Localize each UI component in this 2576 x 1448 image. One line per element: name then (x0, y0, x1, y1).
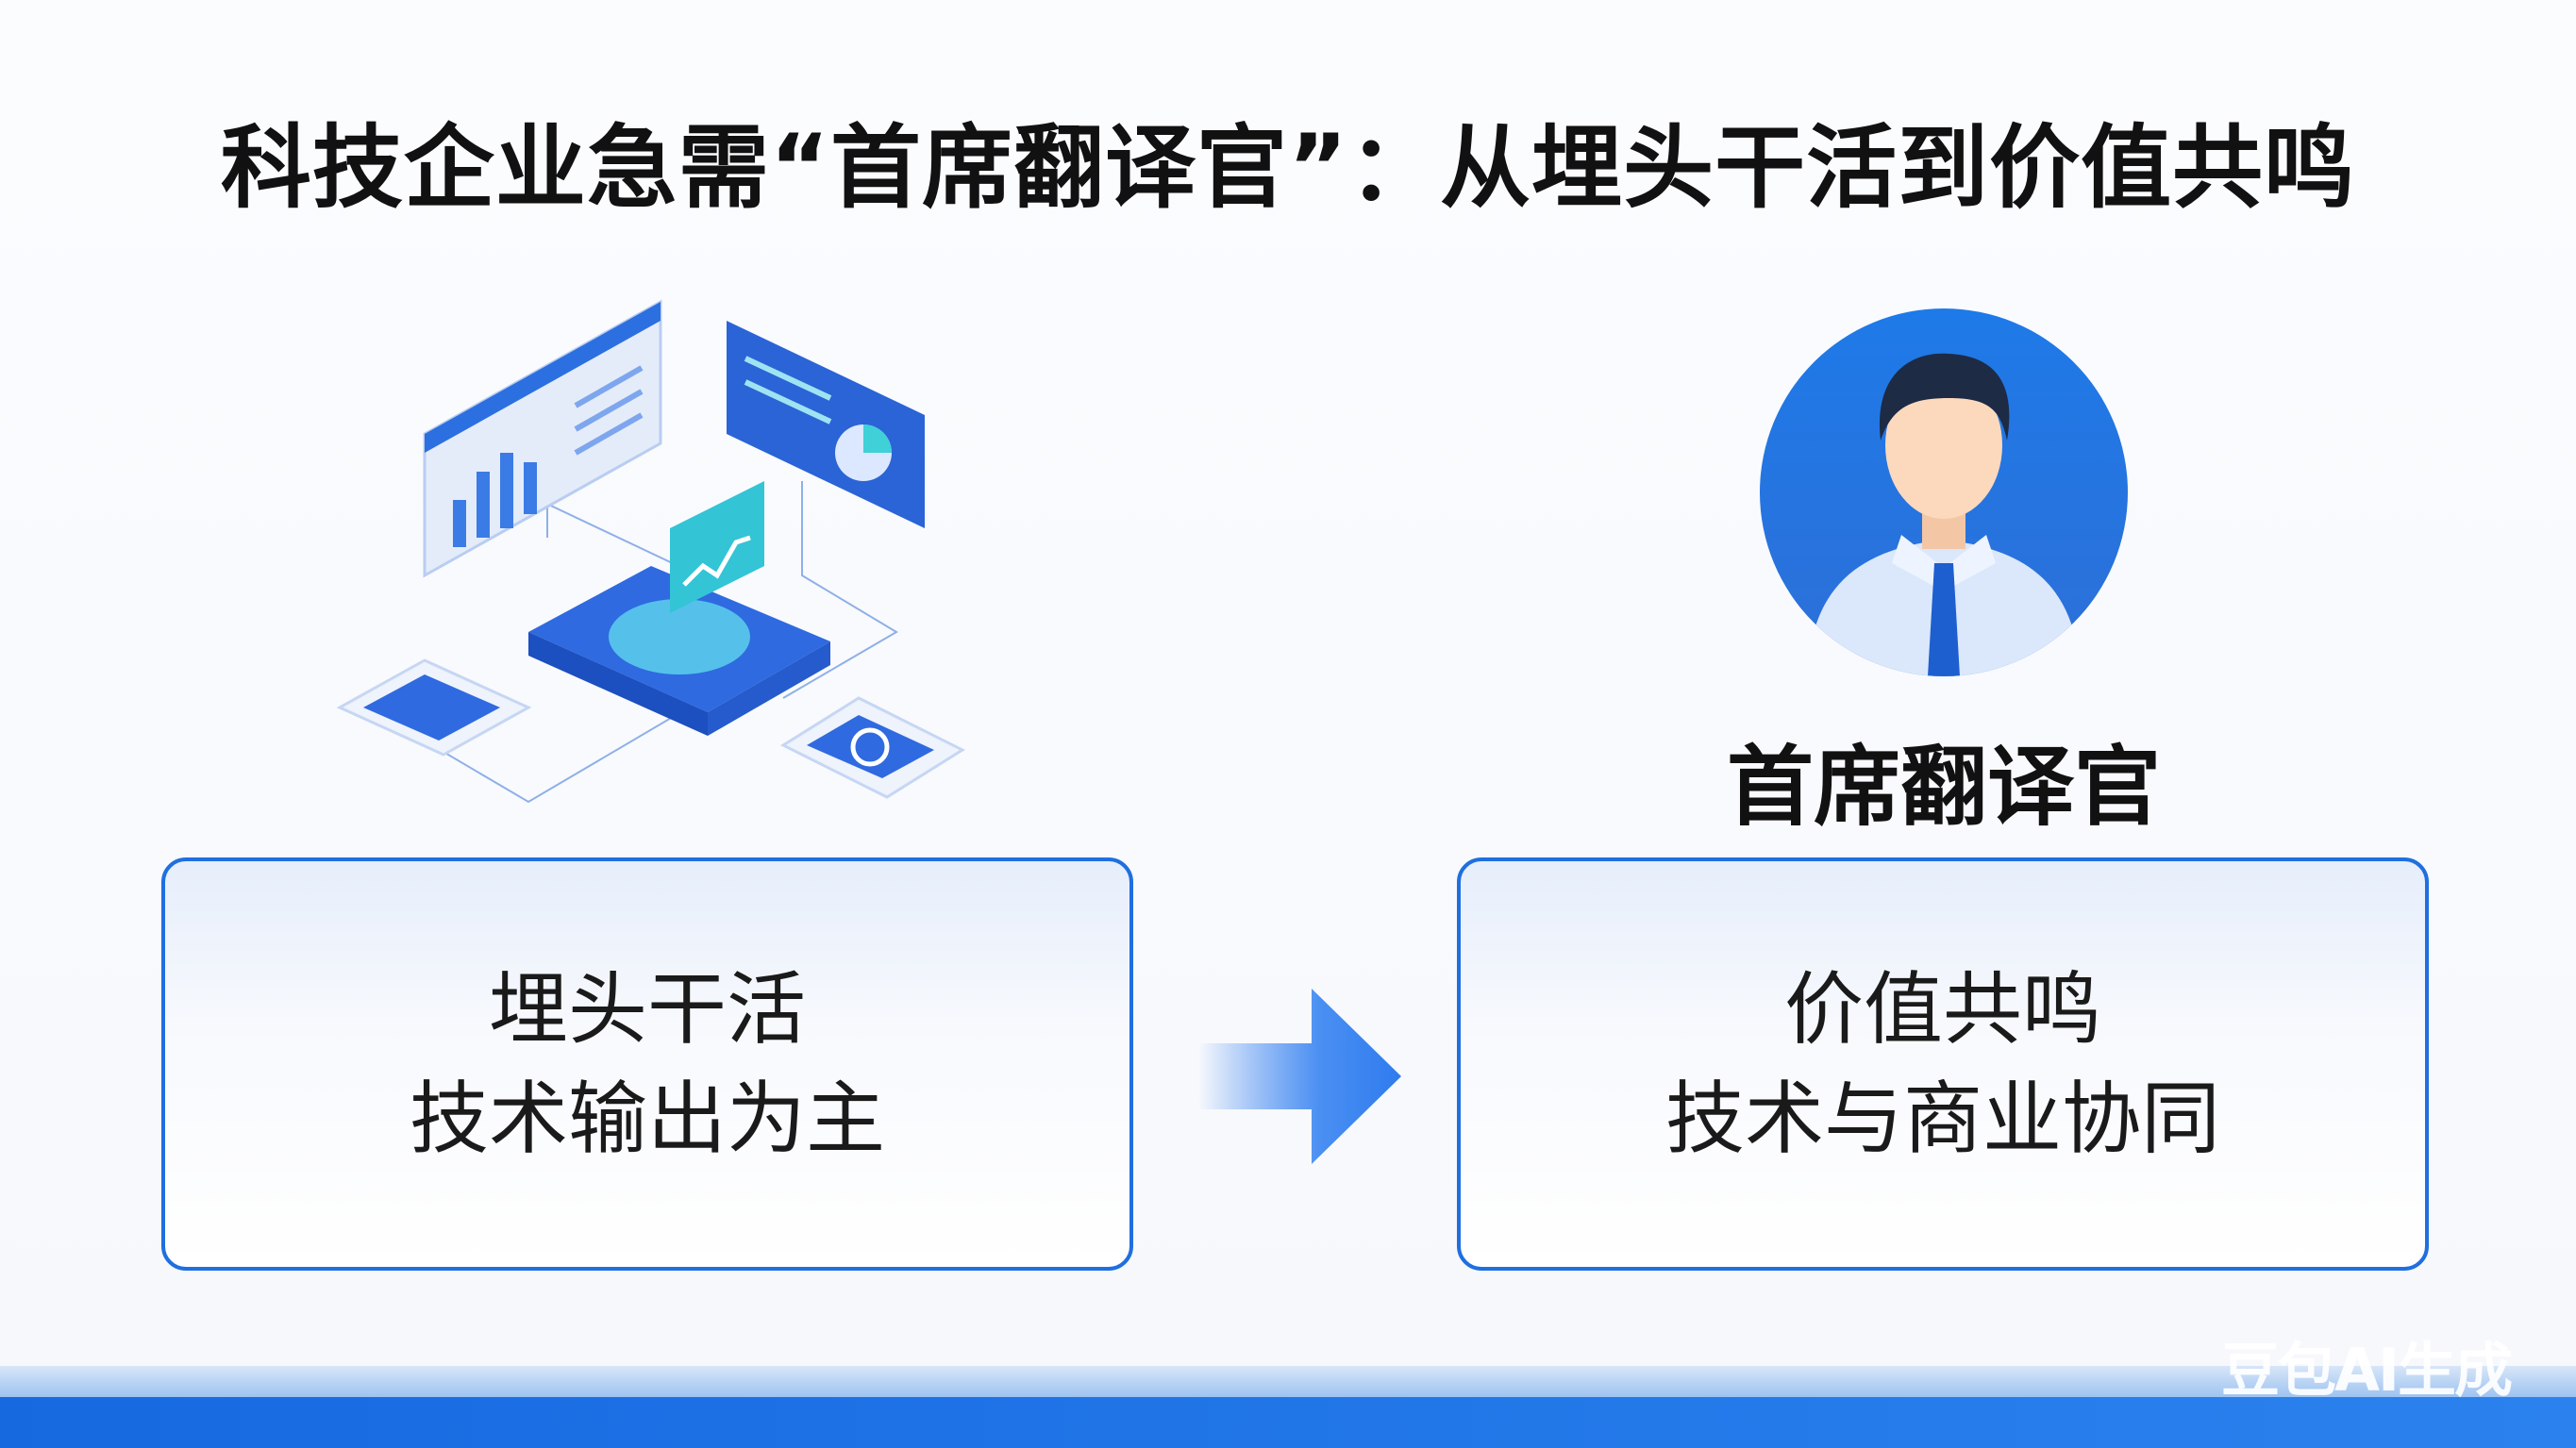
watermark: 豆包AI生成 (2221, 1336, 2513, 1405)
bottom-band (0, 1366, 2576, 1398)
before-card-subtitle: 技术输出为主 (409, 1073, 885, 1165)
tech-dashboard-illustration (336, 299, 966, 804)
after-card-title: 价值共鸣 (1783, 963, 2101, 1056)
before-card: 埋头干活 技术输出为主 (161, 857, 1133, 1271)
before-card-title: 埋头干活 (488, 963, 806, 1056)
slide-title: 科技企业急需“首席翻译官”：从埋头干活到价值共鸣 (220, 115, 2356, 221)
role-label: 首席翻译官 (1726, 737, 2161, 838)
arrow-right-icon (1198, 989, 1401, 1164)
avatar-icon (1760, 308, 2128, 676)
bottom-bar (0, 1397, 2576, 1448)
after-card: 价值共鸣 技术与商业协同 (1457, 857, 2429, 1271)
after-card-subtitle: 技术与商业协同 (1664, 1073, 2220, 1165)
